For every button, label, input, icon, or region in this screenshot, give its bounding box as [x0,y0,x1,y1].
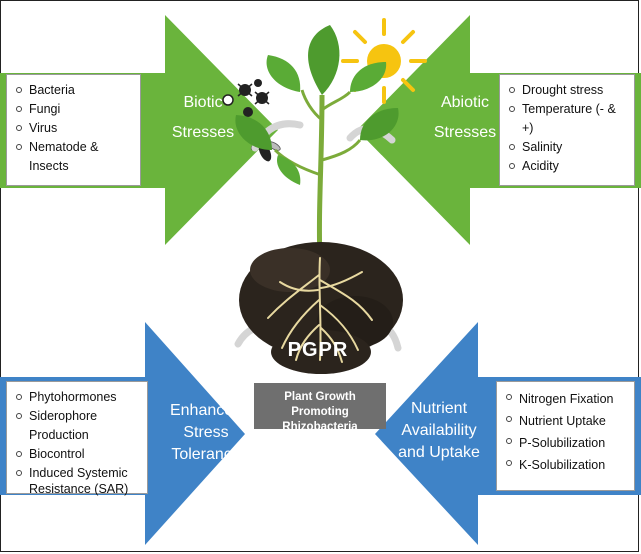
list-item: Phytohormones [15,388,141,407]
nutrient-label: Nutrient Availability and Uptake [386,398,492,464]
nutrient-label-line2: Availability [401,422,477,439]
abiotic-label: Abiotic Stresses [420,92,510,144]
abiotic-label-line2: Stresses [433,124,497,141]
list-item: Drought stress [508,81,628,100]
enhanced-label: Enhanced Stress Tolerance [156,400,256,466]
microbe-icon [222,79,270,117]
list-item: Bacteria [15,81,134,100]
enhanced-label-line2: Stress [183,424,229,441]
biotic-label-line2: Stresses [171,124,235,141]
nutrient-list-box: Nitrogen Fixation Nutrient Uptake P-Solu… [496,381,635,491]
enhanced-label-line1: Enhanced [169,402,243,419]
list-item: Acidity [508,157,628,176]
list-item: Siderophore Production [15,407,141,445]
enhanced-label-line3: Tolerance [171,446,241,463]
nutrient-label-line1: Nutrient [410,400,468,417]
list-item: Temperature (- & +) [508,100,628,138]
pgpr-full-name: Plant Growth Promoting Rhizobacteria [254,383,386,433]
abiotic-list-box: Drought stress Temperature (- & +) Salin… [499,74,635,186]
list-item: Virus [15,119,134,138]
biotic-list-box: Bacteria Fungi Virus Nematode & Insects [6,74,141,186]
pgpr-full-line2: Rhizobacteria [282,421,358,433]
list-item: Fungi [15,100,134,119]
list-item: P-Solubilization [505,432,628,454]
list-item: Biocontrol [15,445,141,464]
biotic-label-line1: Biotic [183,94,223,111]
nutrient-label-line3: and Uptake [398,444,480,461]
enhanced-list-box: Phytohormones Siderophore Production Bio… [6,381,148,496]
pgpr-full-line1: Plant Growth Promoting [284,391,356,418]
biotic-label: Biotic Stresses [158,92,248,144]
soil-root-icon [239,242,403,374]
list-item: Nematode & Insects [15,138,134,176]
pgpr-acronym: PGPR [287,339,349,361]
list-item: K-Solubilization [505,454,628,476]
list-item: Salinity [508,138,628,157]
list-item: Induced Systemic Resistance (SAR) [15,464,141,499]
list-item: Nutrient Uptake [505,410,628,432]
list-item: Nitrogen Fixation [505,388,628,410]
abiotic-label-line1: Abiotic [440,94,490,111]
